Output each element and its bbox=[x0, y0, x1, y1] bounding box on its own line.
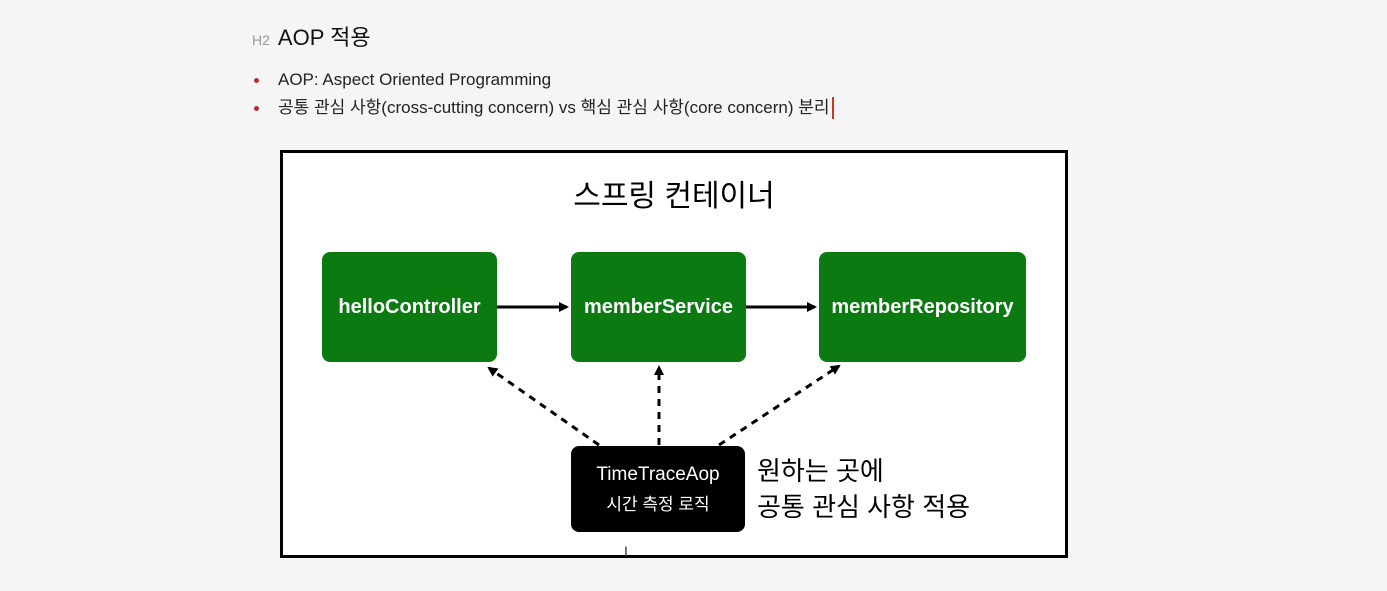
heading-level-marker: H2 bbox=[252, 32, 270, 48]
note-line-1: 원하는 곳에 bbox=[757, 456, 884, 486]
dashed-arrow-aop-to-repository bbox=[718, 364, 841, 447]
aop-name: TimeTraceAop bbox=[596, 463, 720, 485]
bullet-dot-icon bbox=[254, 105, 259, 111]
bullet-dot-icon bbox=[254, 77, 259, 83]
bullet-list: AOP: Aspect Oriented Programming 공통 관심 사… bbox=[254, 66, 834, 122]
node-time-trace-aop: TimeTraceAop 시간 측정 로직 bbox=[571, 446, 745, 532]
node-label: helloController bbox=[338, 295, 481, 318]
node-member-repository: memberRepository bbox=[819, 252, 1026, 362]
node-member-service: memberService bbox=[571, 252, 746, 362]
node-label: memberService bbox=[584, 295, 733, 318]
section-heading: H2 AOP 적용 bbox=[252, 20, 371, 52]
diagram-arrows bbox=[487, 302, 841, 447]
text-caret bbox=[831, 97, 834, 119]
node-label: memberRepository bbox=[831, 295, 1014, 318]
diagram-title: 스프링 컨테이너 bbox=[573, 180, 775, 213]
heading-title: AOP 적용 bbox=[277, 25, 371, 50]
bullet-text: AOP: Aspect Oriented Programming bbox=[278, 70, 552, 89]
aop-description: 시간 측정 로직 bbox=[606, 494, 710, 514]
text-cursor-icon: I bbox=[624, 543, 628, 559]
dashed-arrow-aop-to-hello bbox=[487, 366, 600, 447]
bullet-item[interactable]: AOP: Aspect Oriented Programming bbox=[254, 66, 834, 94]
spring-container-diagram: 스프링 컨테이너 helloController memberService m… bbox=[280, 150, 1068, 558]
note-line-2: 공통 관심 사항 적용 bbox=[757, 492, 971, 522]
bullet-item[interactable]: 공통 관심 사항(cross-cutting concern) vs 핵심 관심… bbox=[254, 94, 834, 122]
diagram-note: 원하는 곳에 공통 관심 사항 적용 bbox=[757, 453, 970, 525]
bullet-text: 공통 관심 사항(cross-cutting concern) vs 핵심 관심… bbox=[278, 98, 830, 117]
node-hello-controller: helloController bbox=[322, 252, 497, 362]
